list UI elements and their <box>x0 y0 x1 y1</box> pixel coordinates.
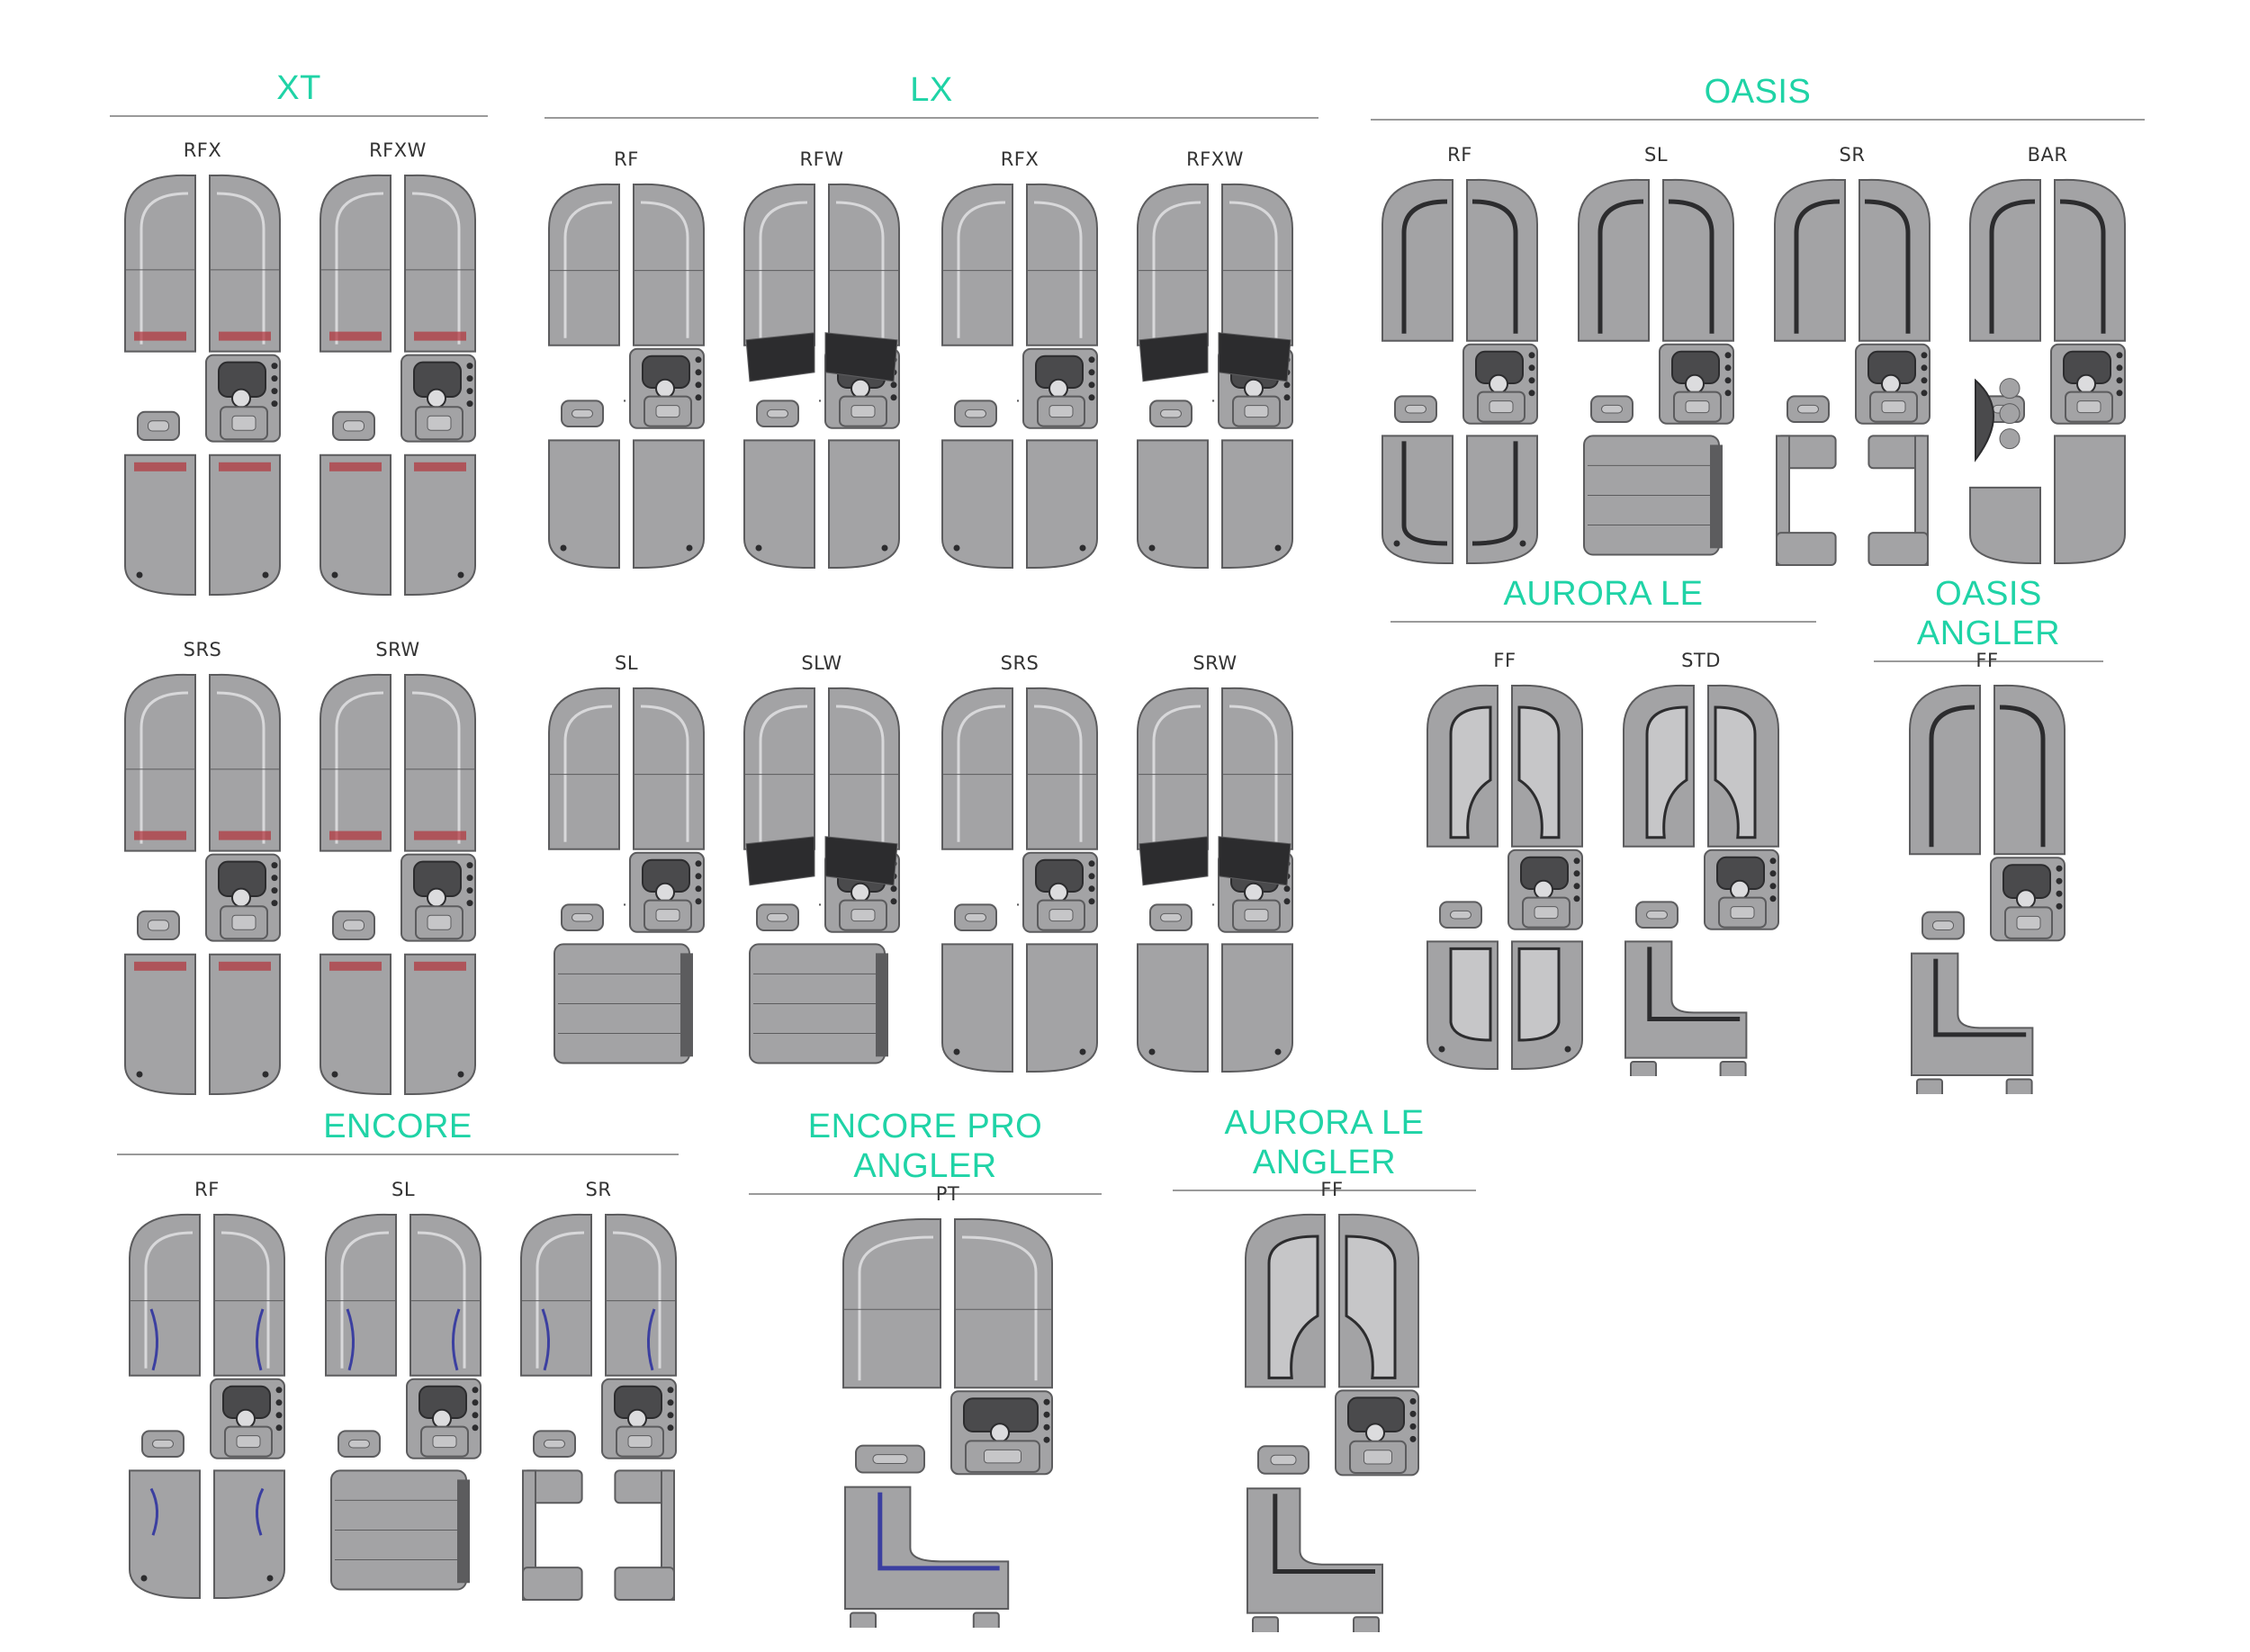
layout-oasis-rf: RF <box>1379 144 1541 570</box>
layout-aurora-le-angler-ff: FF <box>1242 1179 1422 1632</box>
layout-lx-srs: SRS <box>939 652 1101 1079</box>
layout-xt-rfx: RFX <box>122 139 284 602</box>
layout-encore-sr: SR <box>518 1179 680 1605</box>
layout-lx-rfx: RFX <box>939 148 1101 575</box>
seating-diagram <box>325 1213 482 1591</box>
seating-diagram <box>1245 1213 1419 1632</box>
seating-diagram <box>320 673 476 1095</box>
series-title-oasis-angler: OASIS ANGLER <box>1874 574 2103 662</box>
seating-diagram <box>743 183 900 569</box>
seating-diagram <box>1578 178 1734 556</box>
layout-label: RF <box>614 148 639 170</box>
seating-diagram <box>124 174 281 596</box>
layout-label: RFX <box>183 139 222 161</box>
layout-xt-srw: SRW <box>317 639 479 1101</box>
series-title-oasis: OASIS <box>1371 72 2145 121</box>
layout-label: SL <box>614 652 639 674</box>
layout-label: SR <box>1839 144 1866 166</box>
layout-label: RFXW <box>1186 148 1244 170</box>
layout-lx-rf: RF <box>545 148 707 575</box>
layout-encore-pro-angler-pt: PT <box>840 1183 1056 1628</box>
series-title-aurora-le: AURORA LE <box>1390 574 1816 623</box>
layout-aurora-le-ff: FF <box>1424 650 1586 1076</box>
layout-label: RFW <box>799 148 844 170</box>
seating-diagram <box>548 687 705 1064</box>
layout-label: RFX <box>1000 148 1040 170</box>
layout-lx-srw: SRW <box>1134 652 1296 1079</box>
seating-diagram <box>941 183 1098 569</box>
layout-label: SRW <box>1192 652 1238 674</box>
layout-label: SRW <box>375 639 420 660</box>
seating-diagram <box>124 673 281 1095</box>
layout-label: FF <box>1320 1179 1344 1200</box>
seating-diagram <box>548 183 705 569</box>
layout-label: FF <box>1493 650 1516 671</box>
layout-label: BAR <box>2027 144 2068 166</box>
layout-label: RFXW <box>369 139 427 161</box>
layout-oasis-bar: BAR <box>1966 144 2128 570</box>
seating-diagram <box>743 687 900 1064</box>
layout-label: PT <box>935 1183 960 1205</box>
series-title-aurora-le-angler: AURORA LE ANGLER <box>1173 1103 1476 1191</box>
seating-diagram <box>1426 684 1583 1070</box>
seating-diagram <box>320 174 476 596</box>
layout-label: SRS <box>1000 652 1040 674</box>
layout-encore-sl: SL <box>322 1179 484 1605</box>
seating-diagram <box>1969 178 2126 564</box>
series-title-encore: ENCORE <box>117 1107 679 1155</box>
seating-diagram <box>1137 183 1293 569</box>
layout-label: SR <box>585 1179 612 1200</box>
seating-diagram <box>1137 687 1293 1073</box>
layout-lx-rfxw: RFXW <box>1134 148 1296 575</box>
seating-diagram <box>520 1213 677 1602</box>
seating-diagram <box>941 687 1098 1073</box>
layout-aurora-le-std: STD <box>1620 650 1782 1076</box>
seating-diagram <box>129 1213 285 1599</box>
seating-diagram <box>1623 684 1779 1076</box>
layout-label: SL <box>391 1179 416 1200</box>
layout-xt-srs: SRS <box>122 639 284 1101</box>
layout-lx-sl: SL <box>545 652 707 1079</box>
layout-xt-rfxw: RFXW <box>317 139 479 602</box>
layout-oasis-sl: SL <box>1575 144 1737 570</box>
seating-diagram <box>1774 178 1930 567</box>
series-title-lx: LX <box>544 70 1318 119</box>
layout-encore-rf: RF <box>126 1179 288 1605</box>
layout-oasis-angler-ff: FF <box>1906 650 2068 1094</box>
layout-lx-slw: SLW <box>741 652 903 1079</box>
layout-label: RF <box>1447 144 1472 166</box>
layout-label: FF <box>1976 650 1999 671</box>
seating-diagram <box>842 1217 1053 1628</box>
layout-oasis-sr: SR <box>1771 144 1933 570</box>
layout-label: SLW <box>801 652 842 674</box>
seating-diagram <box>1909 684 2066 1094</box>
layout-label: SRS <box>183 639 222 660</box>
layout-label: SL <box>1643 144 1669 166</box>
layout-lx-rfw: RFW <box>741 148 903 575</box>
seating-diagram <box>1382 178 1538 564</box>
layout-label: STD <box>1681 650 1721 671</box>
series-title-encore-pro-angler: ENCORE PRO ANGLER <box>749 1107 1102 1195</box>
layout-label: RF <box>194 1179 220 1200</box>
series-title-xt: XT <box>110 68 488 117</box>
